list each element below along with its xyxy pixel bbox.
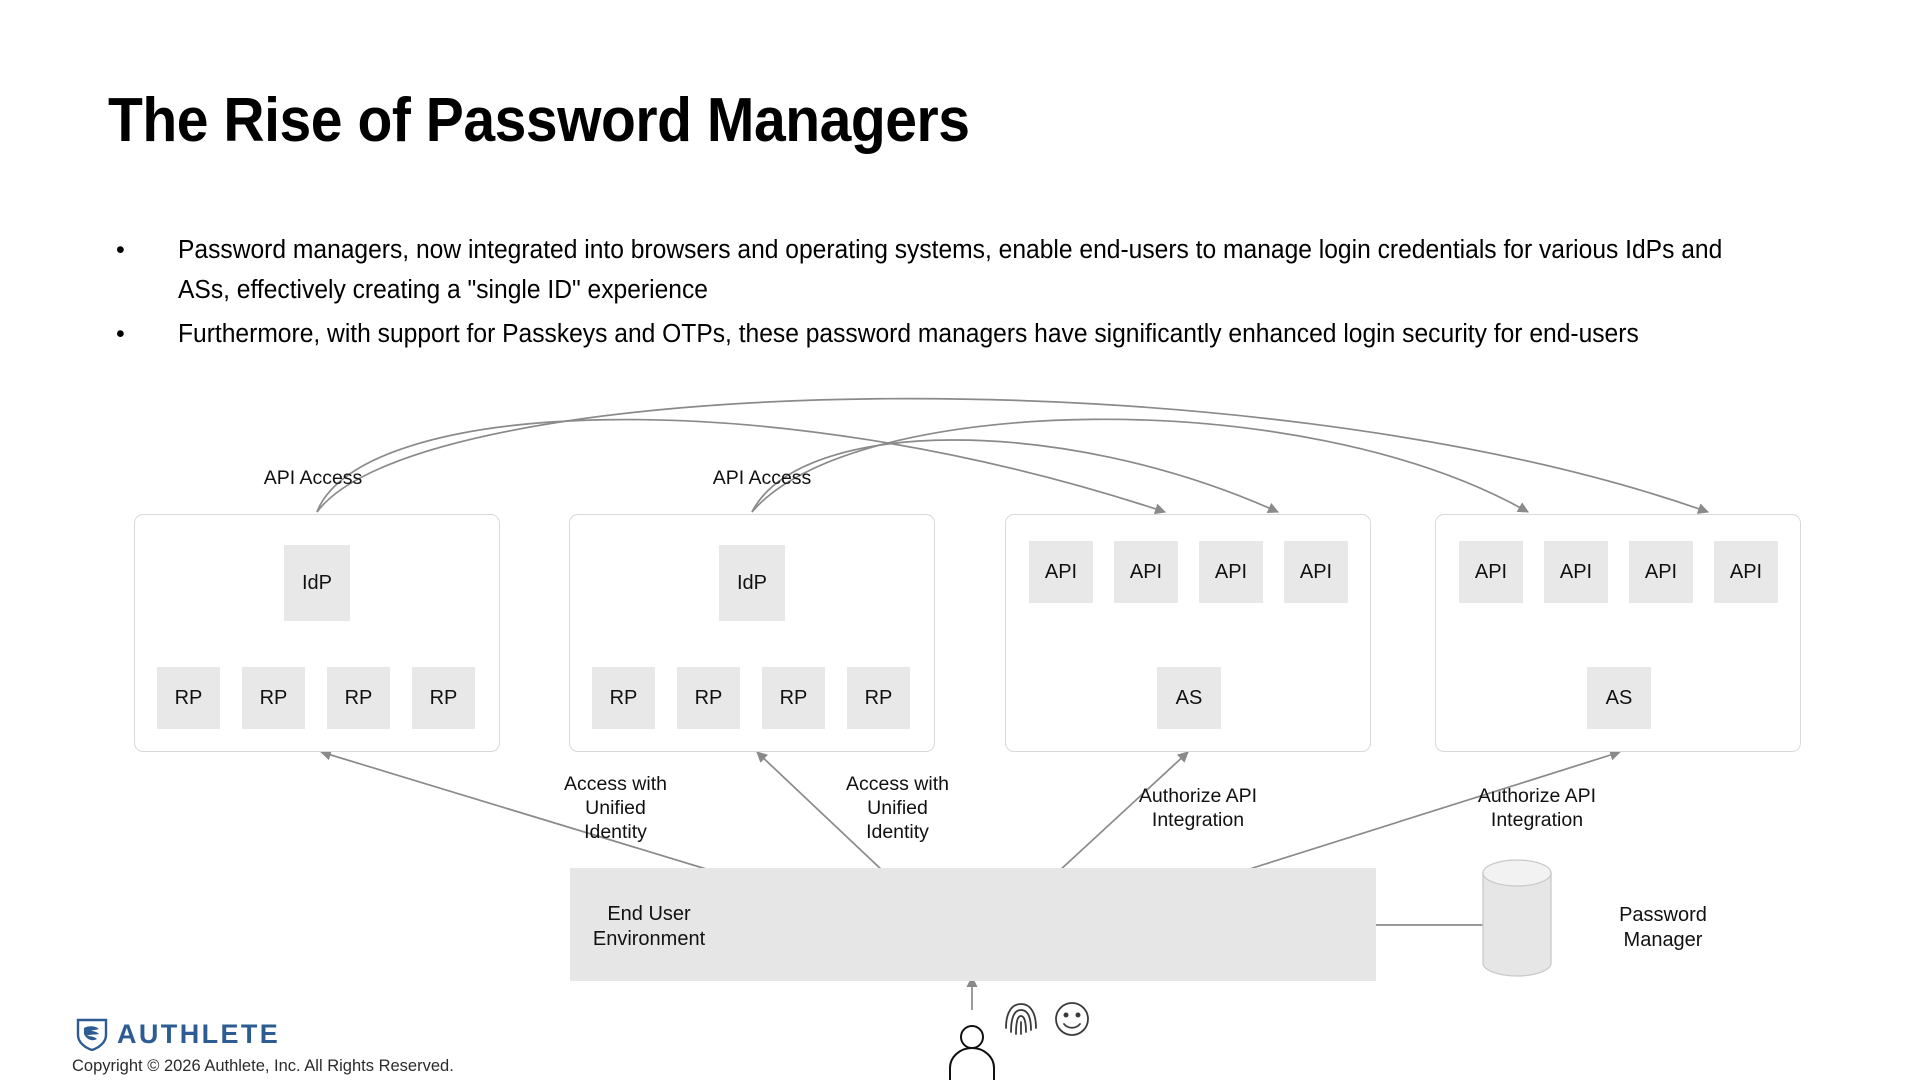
node-api[interactable]: API	[1114, 541, 1178, 603]
node-rp[interactable]: RP	[762, 667, 825, 729]
node-rp[interactable]: RP	[242, 667, 305, 729]
node-api[interactable]: API	[1199, 541, 1263, 603]
label-authorize-api-2: Authorize API Integration	[1477, 785, 1597, 831]
end-user-environment-label: End User Environment	[592, 903, 706, 950]
node-rp[interactable]: RP	[412, 667, 475, 729]
copyright-text: Copyright © 2026 Authlete, Inc. All Righ…	[72, 1057, 454, 1075]
node-api[interactable]: API	[1629, 541, 1693, 603]
shield-eagle-icon	[76, 1018, 108, 1051]
list-item: • Furthermore, with support for Passkeys…	[108, 314, 1828, 354]
password-manager-cylinder	[1482, 859, 1552, 977]
authlete-wordmark: AUTHLETE	[117, 1018, 281, 1049]
label-api-access-1: API Access	[263, 467, 363, 489]
fingerprint-icon	[1005, 1003, 1037, 1035]
node-idp[interactable]: IdP	[719, 545, 785, 621]
node-rp[interactable]: RP	[847, 667, 910, 729]
page-title: The Rise of Password Managers	[108, 86, 970, 155]
label-api-access-2: API Access	[712, 467, 812, 489]
node-rp[interactable]: RP	[157, 667, 220, 729]
label-access-unified-2: Access with Unified Identity	[846, 773, 949, 843]
panel-idp-1: IdP RP RP RP RP	[134, 514, 500, 752]
node-api[interactable]: API	[1284, 541, 1348, 603]
person-icon	[949, 1025, 995, 1080]
node-rp[interactable]: RP	[592, 667, 655, 729]
bullet-text: Furthermore, with support for Passkeys a…	[178, 320, 1639, 348]
list-item: • Password managers, now integrated into…	[108, 230, 1828, 310]
panel-tree-connectors	[188, 601, 1746, 666]
bullet-marker-icon: •	[116, 320, 125, 348]
bullet-list: • Password managers, now integrated into…	[108, 230, 1828, 358]
node-as[interactable]: AS	[1587, 667, 1651, 729]
bullet-text: Password managers, now integrated into b…	[178, 236, 1723, 304]
node-idp[interactable]: IdP	[284, 545, 350, 621]
node-rp[interactable]: RP	[327, 667, 390, 729]
access-arrows	[319, 749, 1622, 873]
api-access-arcs	[316, 397, 1710, 515]
panel-as-1: API API API API AS	[1005, 514, 1371, 752]
label-authorize-api-1: Authorize API Integration	[1138, 785, 1258, 831]
label-access-unified-1: Access with Unified Identity	[564, 773, 667, 843]
node-as[interactable]: AS	[1157, 667, 1221, 729]
authlete-logo: AUTHLETE	[76, 1017, 280, 1051]
node-api[interactable]: API	[1544, 541, 1608, 603]
face-id-icon	[1055, 1002, 1089, 1036]
node-api[interactable]: API	[1459, 541, 1523, 603]
node-api[interactable]: API	[1714, 541, 1778, 603]
password-manager-label: Password Manager	[1619, 904, 1707, 951]
node-api[interactable]: API	[1029, 541, 1093, 603]
panel-as-2: API API API API AS	[1435, 514, 1801, 752]
bullet-marker-icon: •	[116, 236, 125, 264]
panel-idp-2: IdP RP RP RP RP	[569, 514, 935, 752]
node-rp[interactable]: RP	[677, 667, 740, 729]
end-user-environment-box	[570, 868, 1376, 981]
